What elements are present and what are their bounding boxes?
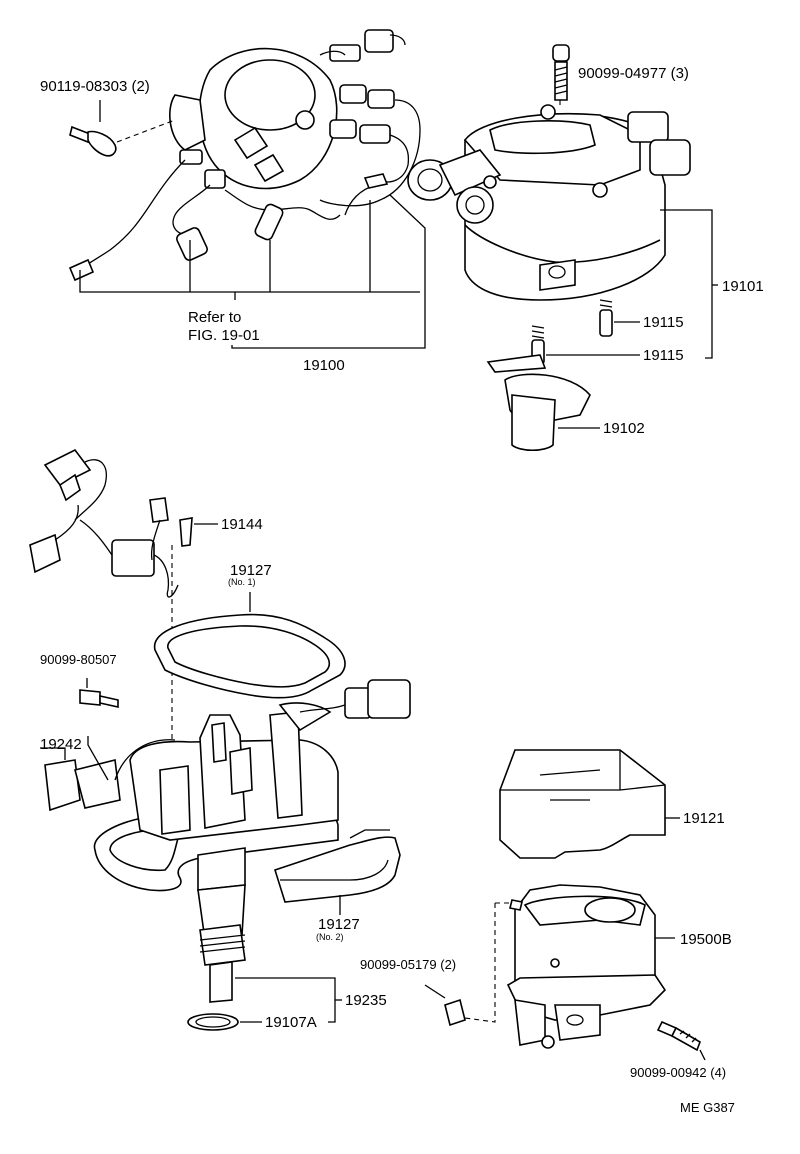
label-figure-reference: FIG. 19-01 <box>188 327 260 344</box>
housing-19500b <box>464 884 675 1049</box>
figure-code: ME G387 <box>680 1100 735 1115</box>
label-90099-04977: 90099-04977 (3) <box>578 65 689 82</box>
distributor-housing-19500b <box>93 679 411 1003</box>
label-19101: 19101 <box>722 278 764 295</box>
cover-19121 <box>499 749 680 859</box>
label-19242: 19242 <box>40 736 82 753</box>
label-19107a: 19107A <box>265 1014 317 1031</box>
igniter-harness <box>29 448 218 740</box>
label-19127-no2-note: (No. 2) <box>316 932 344 942</box>
label-90099-05179: 90099-05179 (2) <box>360 957 457 972</box>
gasket-19127-no2 <box>274 829 401 915</box>
label-19144: 19144 <box>221 516 263 533</box>
label-19121: 19121 <box>683 810 725 827</box>
bolt-90119-08303 <box>69 100 176 157</box>
o-ring-19107a <box>187 977 342 1031</box>
nut-90099-05179 <box>424 984 466 1027</box>
label-90099-80507: 90099-80507 <box>40 652 117 667</box>
carbon-brushes-19115 <box>531 299 640 365</box>
label-90099-00942: 90099-00942 (4) <box>630 1065 727 1080</box>
distributor-cap-assembly-with-wires <box>68 29 426 349</box>
label-19100: 19100 <box>303 357 345 374</box>
label-19127-no1-note: (No. 1) <box>228 577 256 587</box>
screw-90099-04977 <box>552 44 570 101</box>
label-19127-no1: 19127 <box>230 562 272 579</box>
bolt-90099-80507 <box>79 678 119 708</box>
label-19235: 19235 <box>345 992 387 1009</box>
label-19115-upper: 19115 <box>643 314 684 331</box>
label-19115-lower: 19115 <box>643 347 684 364</box>
distributor-cap-19101 <box>407 100 718 359</box>
rotor-19102 <box>486 354 600 452</box>
label-refer-to: Refer to <box>188 309 242 326</box>
gasket-19127-no1 <box>153 592 346 699</box>
bracket-19242 <box>40 736 176 812</box>
label-19127-no2: 19127 <box>318 916 360 933</box>
label-19102: 19102 <box>603 420 645 437</box>
label-90119-08303: 90119-08303 (2) <box>40 78 150 95</box>
bolt-90099-00942 <box>656 1020 706 1061</box>
label-19500b: 19500B <box>680 931 732 948</box>
